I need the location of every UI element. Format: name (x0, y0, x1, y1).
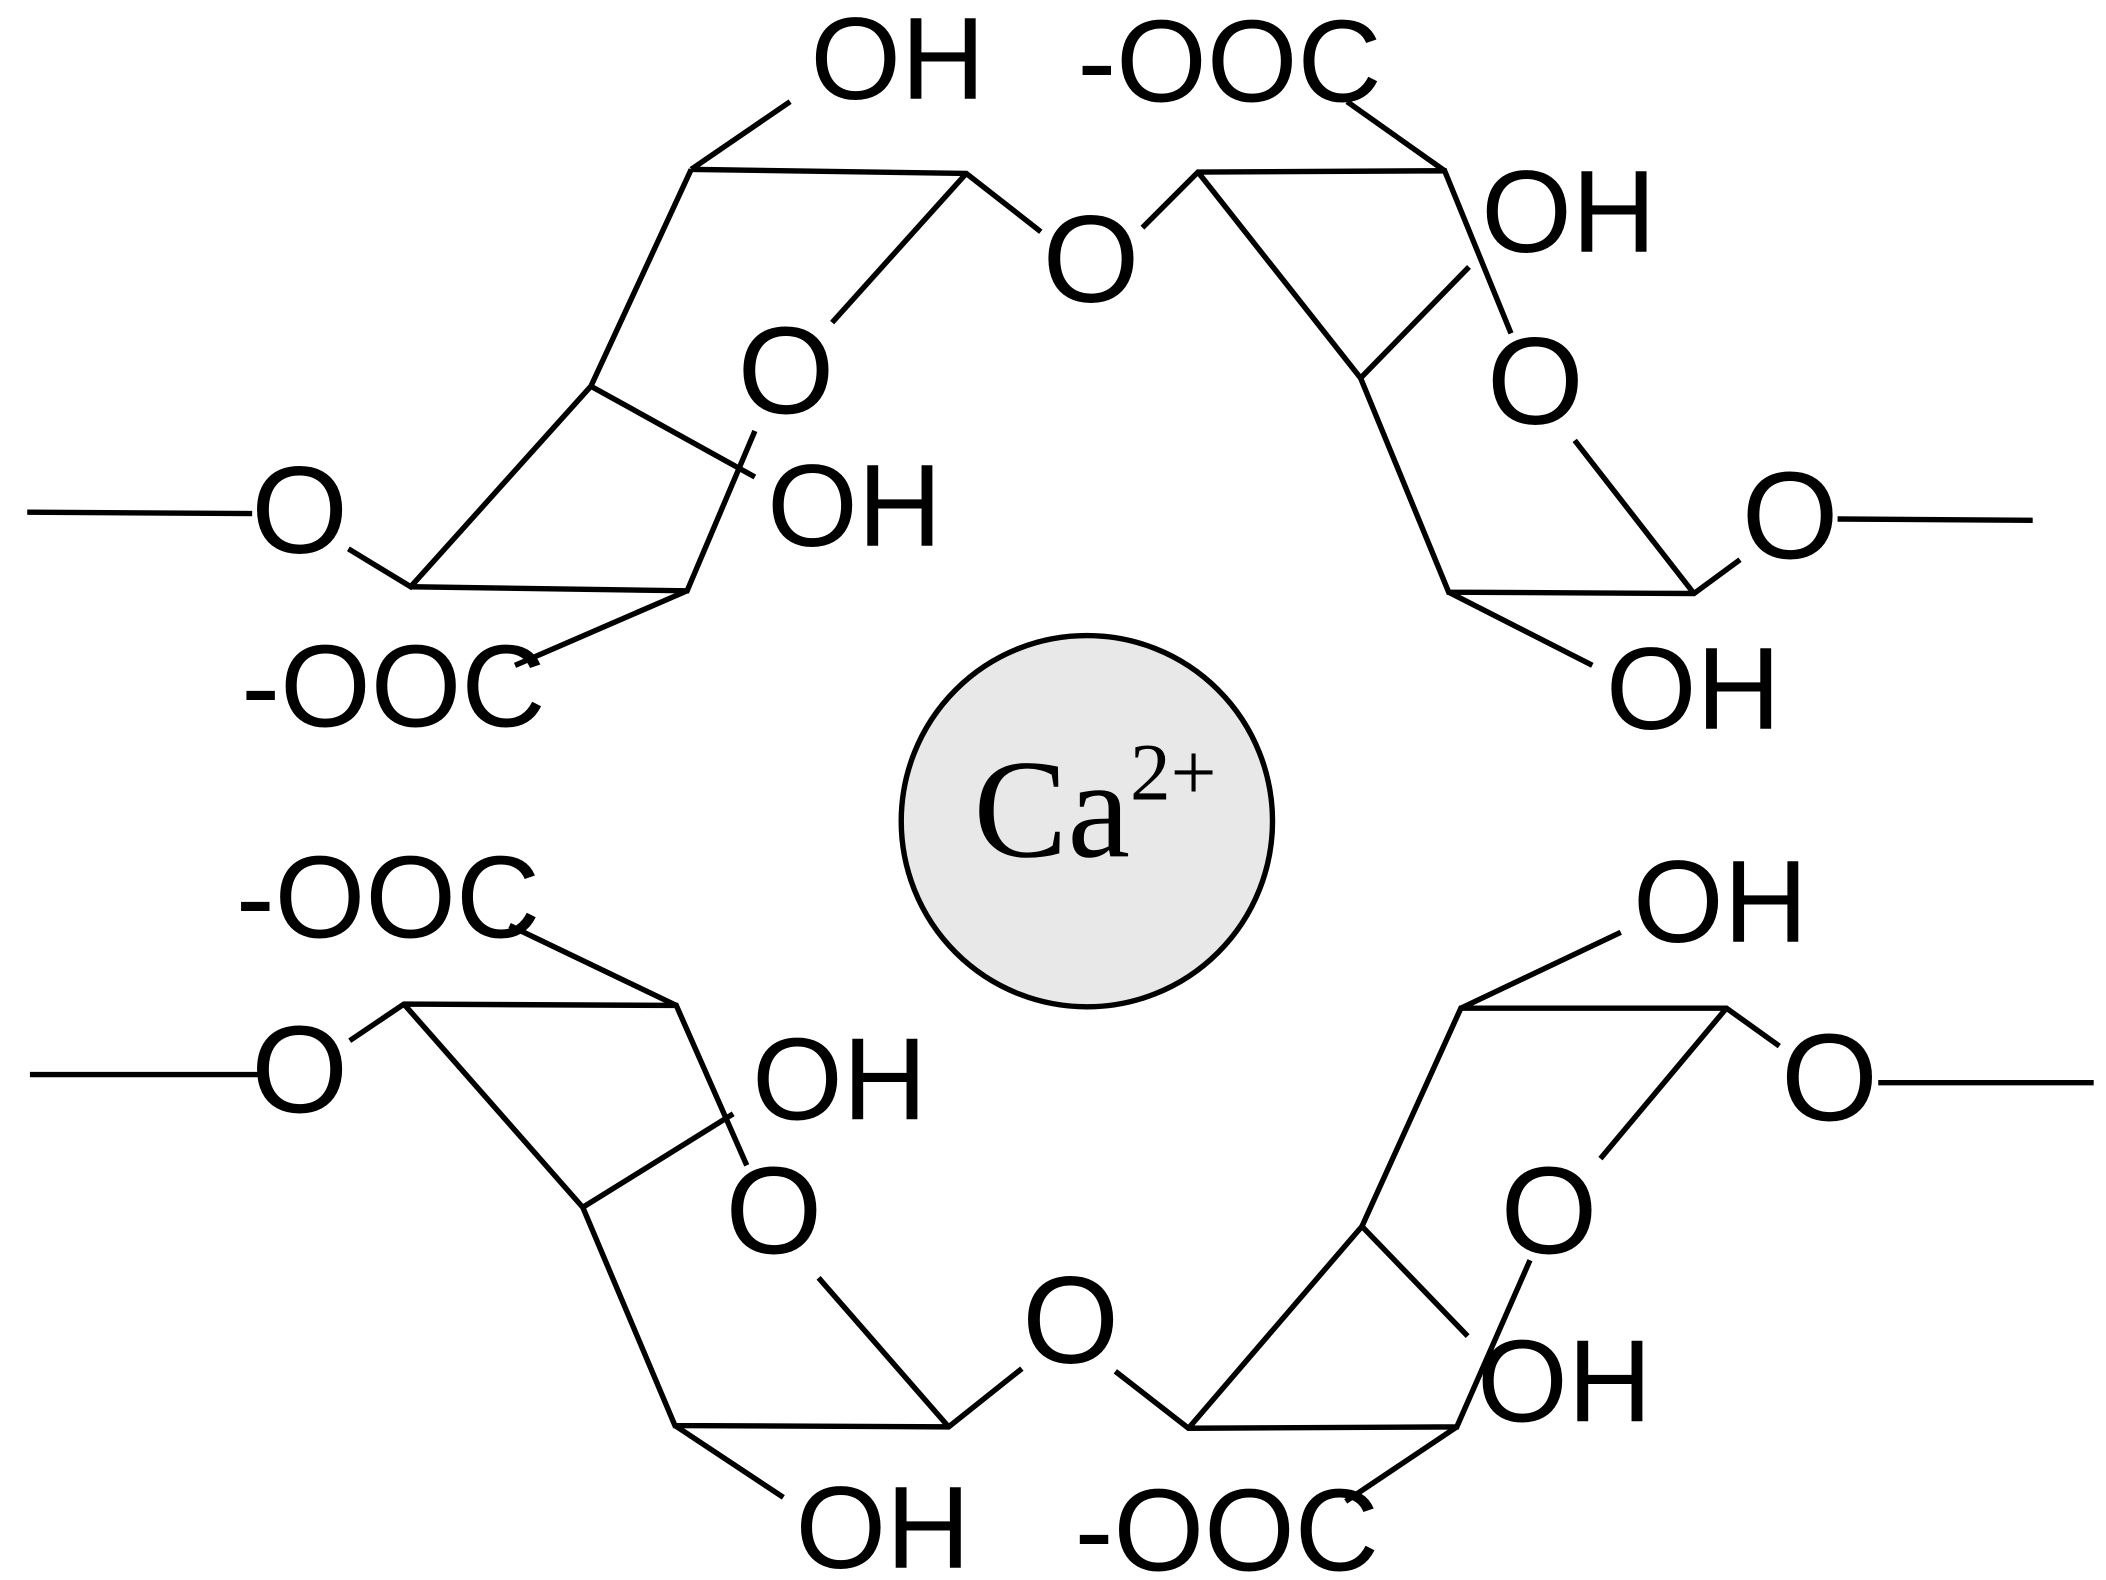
carboxylate-label: -OOC (1075, 1466, 1379, 1580)
ring-oxygen-label: O (725, 1141, 822, 1280)
glycosidic-oxygen-label: O (1781, 1009, 1878, 1148)
glycosidic-oxygen-label: O (251, 1001, 348, 1140)
ring-oxygen-label: O (1500, 1141, 1597, 1280)
glycosidic-oxygen-label: O (1022, 1251, 1119, 1390)
top-left-ring (27, 99, 1043, 668)
hydroxyl-label: OH (810, 0, 985, 124)
ring-oxygen-label: O (738, 301, 835, 440)
hydroxyl-label: OH (796, 1463, 971, 1580)
carboxylate-label: -OOC (1077, 0, 1381, 127)
bottom-right-ring (1113, 929, 2094, 1504)
glycosidic-oxygen-label: O (251, 441, 348, 580)
calcium-ion-label: Ca2+ (973, 727, 1216, 887)
bottom-left-ring (29, 923, 1024, 1500)
calcium-ion-circle (898, 632, 1276, 1010)
hydroxyl-label: OH (752, 1014, 927, 1144)
calcium-ion: Ca2+ (898, 632, 1276, 1010)
hydroxyl-label: OH (1481, 147, 1656, 277)
glycosidic-oxygen-label: O (1742, 446, 1839, 585)
carboxylate-label: -OOC (241, 621, 545, 751)
hydroxyl-label: OH (1633, 837, 1808, 967)
hydroxyl-label: OH (767, 441, 942, 571)
glycosidic-oxygen-label: O (1042, 190, 1139, 329)
carboxylate-label: -OOC (236, 833, 540, 963)
hydroxyl-label: OH (1606, 624, 1781, 754)
hydroxyl-label: OH (1477, 1316, 1652, 1446)
top-right-ring (1140, 99, 2033, 668)
ring-oxygen-label: O (1487, 312, 1584, 451)
